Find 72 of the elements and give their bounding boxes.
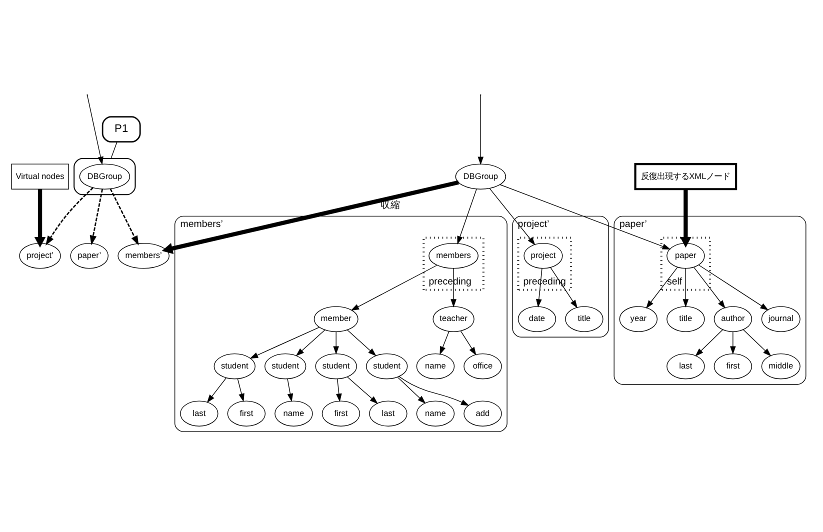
arrow — [550, 267, 578, 308]
arrow — [646, 266, 678, 309]
node-ellipse: name — [416, 400, 455, 426]
node-ellipse: last — [180, 400, 218, 426]
node-ellipse: student — [315, 353, 357, 380]
node-ellipse: student — [366, 353, 408, 380]
node-ellipse: name — [416, 353, 455, 380]
arrow — [347, 376, 378, 404]
arrow — [237, 378, 244, 402]
node-ellipse: members’ — [118, 242, 170, 269]
arrow — [536, 268, 542, 308]
node-ellipse: paper — [666, 242, 705, 269]
arrow — [350, 264, 438, 311]
arrow — [694, 266, 726, 309]
arrow — [500, 184, 671, 250]
arrow — [206, 378, 227, 403]
arrow — [695, 329, 724, 356]
arrow — [743, 329, 772, 356]
node-ellipse: student — [214, 353, 256, 380]
node-box: P1 — [102, 116, 141, 143]
arrow — [250, 326, 320, 359]
arrow — [110, 188, 139, 246]
node-ellipse: teacher — [432, 306, 474, 332]
arrow — [90, 188, 104, 246]
arrow — [336, 378, 342, 402]
arrow — [398, 376, 470, 406]
arrow — [34, 189, 46, 248]
node-ellipse: DBGroup — [79, 164, 130, 190]
node-ellipse: member — [314, 306, 358, 332]
node-ellipse: year — [619, 306, 658, 332]
node-ellipse: members — [428, 242, 478, 269]
arrow — [478, 94, 484, 166]
node-ellipse: name — [274, 400, 313, 426]
arrow — [287, 378, 294, 402]
arrow — [86, 94, 104, 166]
node-ellipse: date — [518, 306, 556, 332]
arrow — [680, 189, 692, 248]
node-ellipse: last — [369, 400, 408, 426]
node-ellipse: middle — [761, 353, 800, 380]
arrow — [397, 376, 426, 404]
node-ellipse: title — [565, 306, 604, 332]
node-ellipse: add — [464, 400, 502, 426]
arrow — [682, 268, 689, 308]
node-ellipse: project — [524, 242, 563, 269]
node-box: 反復出現するXMLノード — [634, 163, 738, 190]
arrow — [489, 188, 536, 246]
cluster — [74, 158, 136, 196]
node-ellipse: paper’ — [70, 242, 108, 269]
node-ellipse: project’ — [19, 242, 61, 269]
node-ellipse: journal — [761, 306, 800, 332]
node-ellipse: first — [714, 353, 752, 380]
arrow — [457, 188, 477, 244]
node-box: Virtual nodes — [11, 164, 69, 190]
arrow — [730, 331, 736, 355]
connector — [110, 142, 118, 159]
arrow — [440, 330, 450, 355]
node-ellipse: author — [714, 306, 752, 332]
arrow — [296, 330, 326, 356]
node-ellipse: last — [666, 353, 705, 380]
arrow — [698, 264, 769, 310]
arrow — [46, 187, 94, 246]
node-ellipse: student — [264, 353, 306, 380]
node-ellipse: title — [666, 306, 705, 332]
arrow — [347, 330, 376, 356]
arrow — [460, 330, 476, 356]
arrow — [162, 180, 459, 254]
node-ellipse: first — [322, 400, 360, 426]
arrow — [450, 268, 456, 308]
node-ellipse: office — [464, 353, 502, 380]
arrow — [333, 331, 340, 355]
node-ellipse: first — [227, 400, 266, 426]
node-ellipse: DBGroup — [455, 164, 506, 190]
